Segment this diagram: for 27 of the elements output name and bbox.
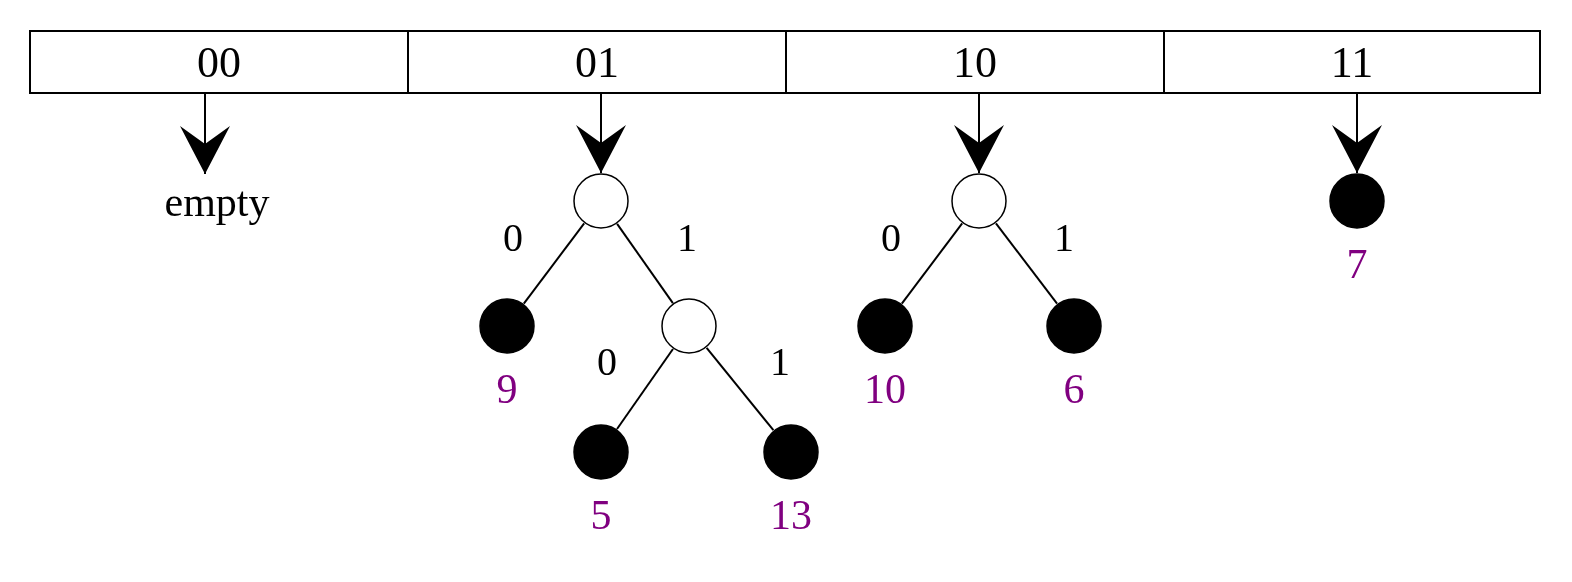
edge-label: 0 xyxy=(503,218,523,258)
leaf-value: 10 xyxy=(863,368,907,410)
edge-label: 1 xyxy=(1054,218,1074,258)
tree-branch xyxy=(616,347,674,431)
edge-label: 1 xyxy=(677,218,697,258)
arrow xyxy=(1332,92,1382,174)
table-cell: 11 xyxy=(1163,30,1541,94)
tree-branch xyxy=(705,346,775,432)
leaf-value: 5 xyxy=(589,494,613,536)
tree-branch xyxy=(522,222,586,305)
arrow xyxy=(576,92,626,174)
table-cell: 01 xyxy=(407,30,787,94)
arrow xyxy=(180,92,230,175)
edge-label: 0 xyxy=(597,342,617,382)
node-label: empty xyxy=(137,178,297,230)
tree-branch xyxy=(900,222,964,305)
tree-branch xyxy=(994,222,1059,305)
leaf-value: 6 xyxy=(1062,368,1086,410)
leaf-value: 9 xyxy=(495,368,519,410)
table-cell: 00 xyxy=(29,30,409,94)
tree-branch xyxy=(616,222,674,305)
edge-label: 0 xyxy=(881,218,901,258)
leaf-value: 13 xyxy=(769,494,813,536)
table-cell: 10 xyxy=(785,30,1165,94)
edge-label: 1 xyxy=(770,342,790,382)
arrow xyxy=(954,92,1004,174)
leaf-value: 7 xyxy=(1345,243,1369,285)
